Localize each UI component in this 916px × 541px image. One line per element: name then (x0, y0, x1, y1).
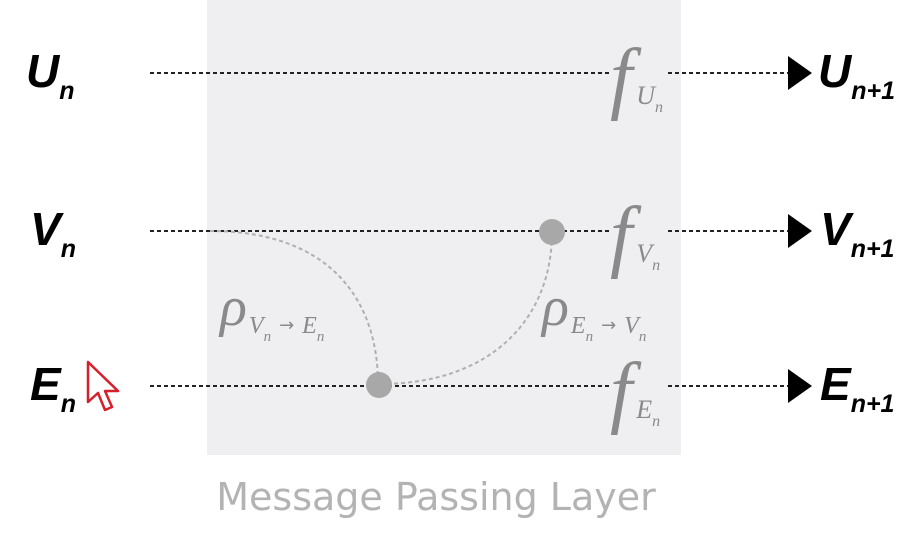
edge-aggregation-node (366, 372, 392, 398)
layer-caption: Message Passing Layer (216, 475, 656, 519)
mouse-pointer-icon (86, 360, 120, 412)
output-e-label: En+1 (820, 358, 894, 418)
triangle-arrowhead-icon (788, 56, 812, 90)
input-v-label: Vn (30, 203, 76, 263)
input-e-label: En (30, 358, 76, 418)
triangle-arrowhead-icon (788, 369, 812, 403)
input-u-label: Un (26, 45, 75, 105)
output-v-label: Vn+1 (820, 203, 894, 263)
message-curve-v-to-e (209, 230, 379, 385)
vertex-aggregation-node (539, 219, 565, 245)
message-function-e-to-v: ρEn→Vn (540, 276, 646, 345)
output-u-label: Un+1 (818, 45, 895, 105)
triangle-arrowhead-icon (788, 214, 812, 248)
message-function-v-to-e: ρVn→En (218, 276, 324, 345)
layer-panel (207, 0, 681, 455)
message-curve-e-to-v (379, 231, 553, 385)
